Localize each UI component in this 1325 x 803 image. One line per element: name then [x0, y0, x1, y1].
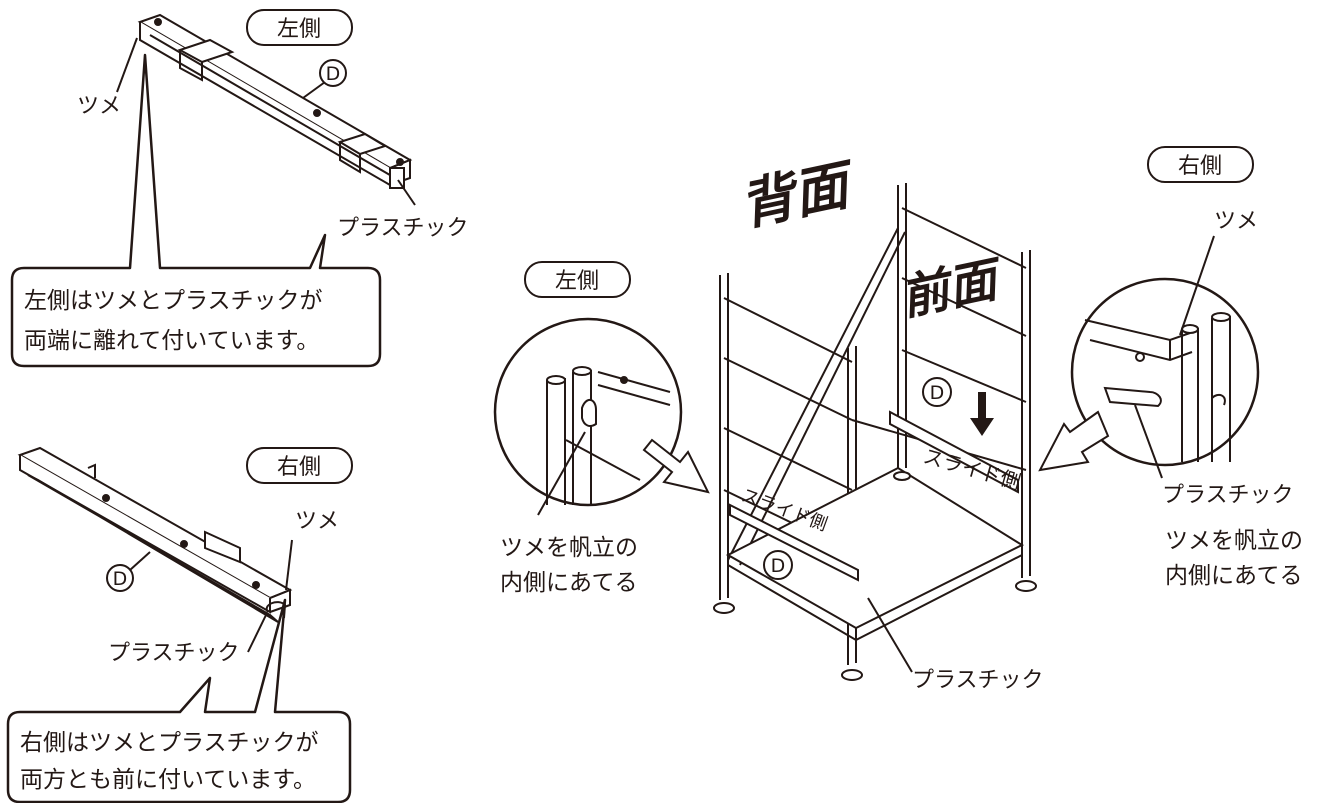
down-arrow-icon	[970, 392, 994, 436]
right-rail-illustration	[17, 446, 293, 623]
left-detail-circle	[493, 317, 710, 516]
svg-text:D: D	[326, 63, 341, 85]
callout-bubble-right: 右側はツメとプラスチックが 両方とも前に付いています。	[6, 598, 352, 803]
left-note-line-1: ツメを帆立の	[500, 535, 638, 561]
right-plastic-label: プラスチック	[1162, 483, 1294, 508]
arrow-icon	[1038, 410, 1110, 472]
plastic-label: プラスチック	[108, 641, 240, 666]
svg-text:D: D	[930, 382, 945, 404]
right-claw-label: ツメ	[1214, 209, 1258, 234]
part-letter-badge: D	[763, 550, 793, 580]
part-letter-badge: D	[319, 59, 347, 87]
plastic-leader-line	[867, 597, 913, 673]
left-rail-illustration	[137, 13, 413, 189]
callout-bubble-left: 左側はツメとプラスチックが 両端に離れて付いています。	[10, 53, 382, 368]
callout-line-1: 右側はツメとプラスチックが	[20, 730, 319, 756]
side-tag-text: 右側	[277, 455, 321, 480]
callout-line-2: 両端に離れて付いています。	[24, 328, 319, 354]
right-tag-center: 右側	[1147, 146, 1254, 183]
front-label: 前面	[896, 250, 1009, 326]
part-letter-badge: D	[106, 564, 134, 592]
plastic-label: プラスチック	[337, 216, 469, 241]
back-label: 背面	[734, 151, 862, 238]
right-tag-bottom: 右側	[246, 447, 353, 484]
center-plastic-label: プラスチック	[912, 668, 1044, 693]
svg-text:D: D	[113, 568, 128, 590]
left-tag-center: 左側	[524, 261, 631, 298]
arrow-icon	[642, 438, 710, 494]
right-rail-leaders	[129, 539, 293, 653]
right-detail-circle	[1038, 235, 1260, 479]
svg-text:D: D	[771, 555, 786, 577]
svg-text:左側: 左側	[555, 269, 599, 294]
left-tag-top: 左側	[246, 9, 353, 46]
side-tag-text: 左側	[277, 17, 321, 42]
claw-label: ツメ	[77, 94, 121, 119]
left-rail-leaders	[116, 37, 416, 206]
right-note-line-1: ツメを帆立の	[1165, 528, 1303, 554]
part-letter-badge: D	[922, 377, 952, 407]
slide-side-label-front: スライド側	[921, 444, 1024, 495]
right-note-line-2: 内側にあてる	[1165, 563, 1303, 589]
callout-line-2: 両方とも前に付いています。	[20, 767, 316, 793]
callout-line-1: 左側はツメとプラスチックが	[24, 288, 323, 314]
claw-label: ツメ	[295, 509, 339, 534]
rack-illustration	[713, 183, 1037, 681]
svg-text:右側: 右側	[1178, 154, 1222, 179]
left-note-line-2: 内側にあてる	[500, 570, 638, 596]
